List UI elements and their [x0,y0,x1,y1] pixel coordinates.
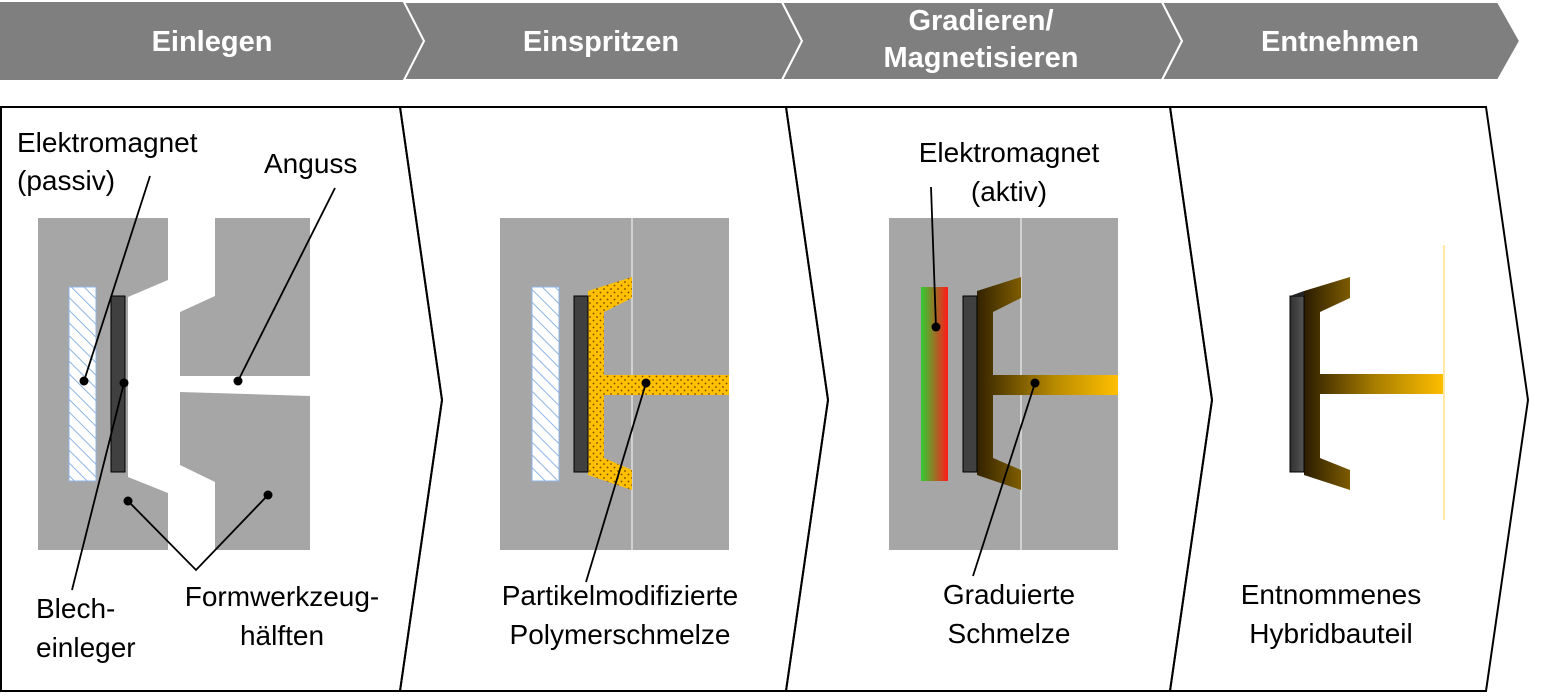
step-header-einlegen: Einlegen [0,2,424,80]
sheet-metal-insert [962,295,978,473]
step-header-gradieren: Gradieren/ Magnetisieren [780,1,1184,81]
panel-einlegen: Elektromagnet (passiv) Anguss Blech- ein… [17,127,379,663]
step-label: Einlegen [152,26,273,58]
label-electromagnet-passive-line1: Elektromagnet [17,127,198,158]
step-label-line1: Gradieren/ [908,5,1053,37]
panel-gradieren: Elektromagnet (aktiv) Graduierte Schmelz… [889,137,1118,649]
label-sheet-insert-line1: Blech- [36,593,115,624]
label-electromagnet-active-line2: (aktiv) [971,176,1047,207]
label-sprue: Anguss [264,148,357,179]
label-melt-line2: Polymerschmelze [510,619,731,650]
electromagnet-active [921,287,948,481]
label-sheet-insert-line2: einleger [36,632,136,663]
step-header-entnehmen: Entnehmen [1160,1,1522,81]
step-header-einspritzen: Einspritzen [402,1,804,81]
insert-top-bevel [1290,291,1304,296]
step-label: Entnehmen [1261,26,1419,58]
hybrid-part-polymer [1304,277,1445,490]
label-graded-melt-line2: Schmelze [948,618,1071,649]
mold-half-right-top [180,218,310,376]
step-label: Einspritzen [523,26,679,58]
panel-entnehmen: Entnommenes Hybridbauteil [1241,245,1445,649]
electromagnet-passive [531,286,560,482]
label-electromagnet-active-line1: Elektromagnet [919,137,1100,168]
step-label-line2: Magnetisieren [884,42,1079,74]
label-hybrid-part-line2: Hybridbauteil [1249,618,1412,649]
label-hybrid-part-line1: Entnommenes [1241,579,1422,610]
panel-outlines [0,106,1530,692]
label-mold-halves-line2: hälften [240,620,324,651]
graded-melt [977,277,1118,490]
label-graded-melt-line1: Graduierte [943,579,1075,610]
label-mold-halves-line1: Formwerkzeug- [185,581,379,612]
label-electromagnet-passive-line2: (passiv) [17,165,115,196]
panel-4-outline [1168,106,1530,692]
label-melt-line1: Partikelmodifizierte [502,580,739,611]
sheet-metal-insert [573,295,589,473]
polymer-melt-filled [588,277,729,490]
panel-einspritzen: Partikelmodifizierte Polymerschmelze [500,218,738,650]
mold-half-left [38,218,168,550]
mold-half-right-bottom [180,392,310,550]
hybrid-part-insert [1289,295,1305,473]
